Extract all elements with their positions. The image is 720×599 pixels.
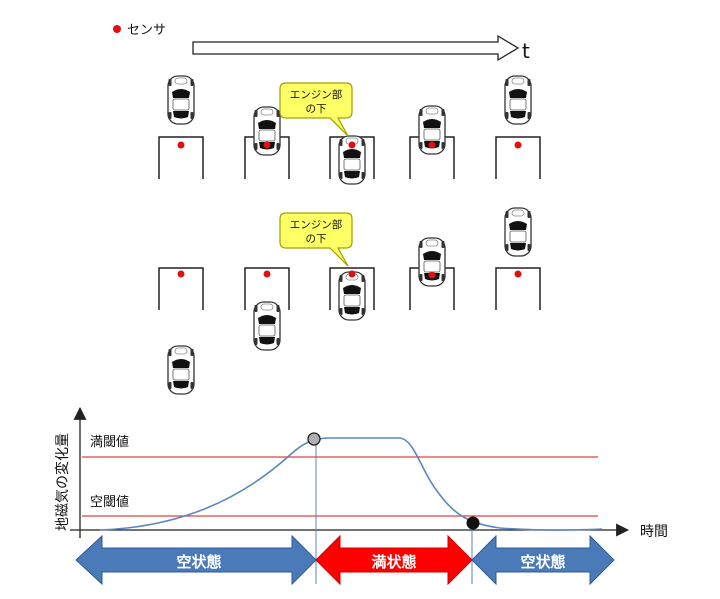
parking-bay — [158, 136, 204, 180]
car-icon — [504, 207, 532, 257]
sensor-dot — [514, 141, 522, 149]
car-icon — [167, 345, 195, 395]
empty-state-label: 空状態 — [520, 553, 565, 571]
car-icon — [338, 271, 366, 321]
full-threshold-label: 満閾値 — [90, 434, 129, 450]
legend-sensor-dot — [113, 25, 121, 33]
parking-bay — [495, 136, 541, 180]
time-axis-label: t — [522, 39, 530, 63]
parking-bay — [495, 267, 541, 311]
graph-x-axis-label: 時間 — [640, 524, 668, 540]
callout-line-1: エンジン部 — [290, 218, 343, 231]
full-threshold-crossing-marker — [307, 432, 321, 446]
empty-state-label: 空状態 — [176, 553, 221, 571]
empty-threshold-label: 空閾値 — [90, 494, 129, 510]
engine-callout: エンジン部 の下 — [279, 82, 353, 137]
time-axis-arrow — [192, 34, 520, 62]
parking-bay — [158, 267, 204, 311]
sensor-dot — [177, 141, 185, 149]
sensor-dot — [263, 270, 271, 278]
callout-line-2: の下 — [306, 233, 327, 245]
sensor-dot — [177, 270, 185, 278]
callout-line-2: の下 — [306, 103, 327, 115]
sensor-dot — [514, 270, 522, 278]
car-icon — [253, 301, 281, 351]
legend-sensor-label: センサ — [127, 23, 166, 38]
engine-callout: エンジン部 の下 — [279, 212, 353, 267]
empty-state-arrow: 空状態 — [471, 534, 615, 586]
graph-y-axis-label: 地磁気の変化量 — [54, 433, 71, 531]
magnetic-change-curve — [99, 437, 603, 531]
car-icon — [418, 237, 446, 287]
full-state-arrow: 満状態 — [315, 534, 473, 586]
empty-state-arrow: 空状態 — [75, 534, 317, 586]
full-state-label: 満状態 — [371, 553, 416, 571]
callout-line-1: エンジン部 — [290, 88, 343, 101]
parking-bay — [244, 267, 290, 311]
car-icon — [167, 75, 195, 125]
car-icon — [504, 75, 532, 125]
empty-threshold-crossing-marker — [466, 516, 480, 530]
